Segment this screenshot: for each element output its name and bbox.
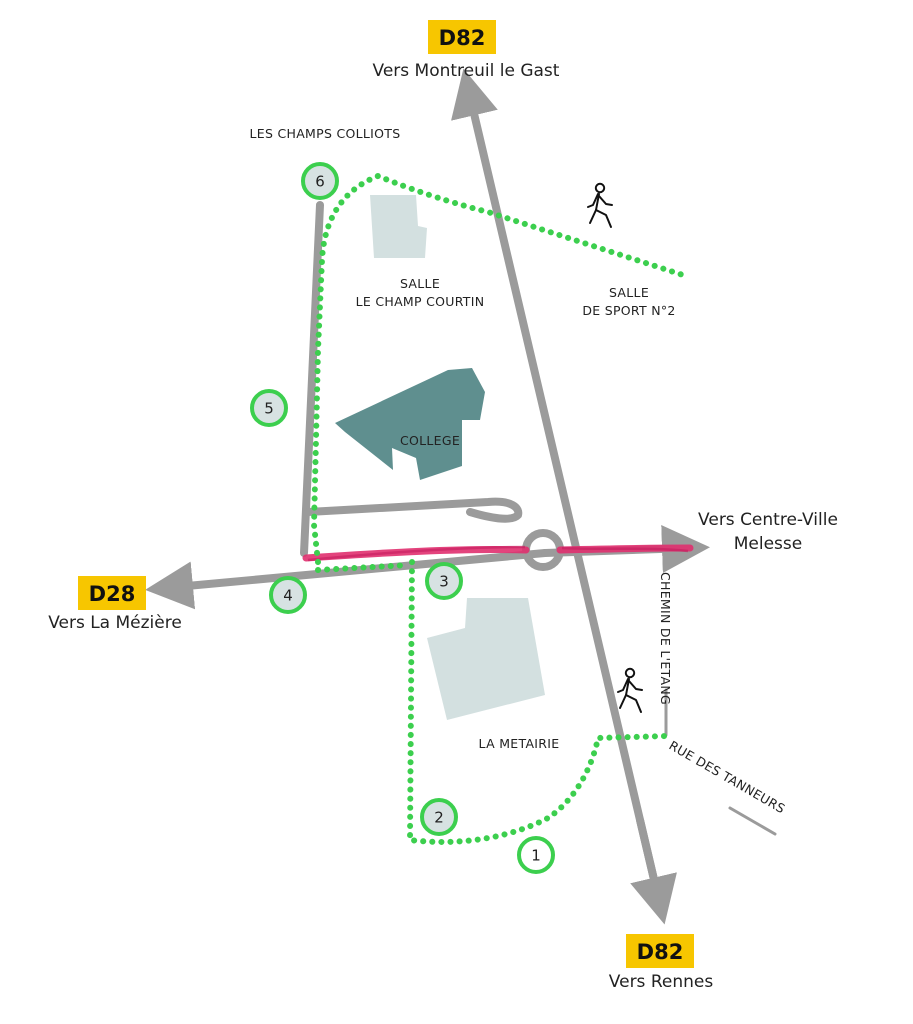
step-1-marker: 1 bbox=[517, 836, 555, 874]
svg-text:D82: D82 bbox=[439, 26, 486, 50]
centre-ville-label-line2: Melesse bbox=[734, 534, 802, 554]
road-college-loop bbox=[304, 497, 523, 523]
pedestrian-icon bbox=[587, 182, 613, 228]
step-5-marker: 5 bbox=[250, 389, 288, 427]
salle-champ-courtin-label-line2: LE CHAMP COURTIN bbox=[356, 294, 485, 309]
salle-champ-courtin-building bbox=[370, 195, 427, 258]
d82-north-destination: Vers Montreuil le Gast bbox=[373, 61, 560, 81]
path-west-loop bbox=[310, 172, 689, 565]
path-connector bbox=[315, 562, 411, 573]
d82-south-destination: Vers Rennes bbox=[609, 972, 714, 992]
step-6-marker: 6 bbox=[301, 162, 339, 200]
road-d82-south-arrow bbox=[630, 816, 677, 925]
highlighted-road-texture bbox=[307, 545, 689, 562]
svg-text:3: 3 bbox=[439, 573, 449, 591]
salle-sport-label-line1: SALLE bbox=[609, 285, 649, 300]
path-south-loop bbox=[406, 559, 671, 845]
svg-text:1: 1 bbox=[531, 847, 541, 865]
la-metairie-building bbox=[427, 598, 545, 720]
step-3-marker: 3 bbox=[425, 562, 463, 600]
road-rue-tanneurs bbox=[728, 806, 777, 836]
champs-colliots-label: LES CHAMPS COLLIOTS bbox=[250, 126, 401, 141]
salle-champ-courtin-label-line1: SALLE bbox=[400, 276, 440, 291]
svg-text:6: 6 bbox=[315, 173, 325, 191]
svg-text:5: 5 bbox=[264, 400, 274, 418]
svg-text:D28: D28 bbox=[89, 582, 136, 606]
step-4-marker: 4 bbox=[269, 576, 307, 614]
svg-text:D82: D82 bbox=[637, 940, 684, 964]
salle-sport-label-line2: DE SPORT N°2 bbox=[582, 303, 675, 318]
chemin-etang-label: CHEMIN DE L'ETANG bbox=[658, 572, 673, 705]
walking-paths bbox=[310, 172, 689, 845]
rue-tanneurs-label: RUE DES TANNEURS bbox=[667, 738, 788, 817]
d82-north-badge: D82 bbox=[428, 20, 496, 54]
college-label: COLLEGE bbox=[400, 433, 460, 448]
step-markers: 1 2 3 4 5 6 bbox=[250, 162, 555, 874]
d28-badge: D28 bbox=[78, 576, 146, 610]
svg-text:2: 2 bbox=[434, 809, 444, 827]
centre-ville-label-line1: Vers Centre-Ville bbox=[698, 510, 838, 530]
college-building bbox=[335, 368, 485, 480]
la-metairie-label: LA METAIRIE bbox=[479, 736, 560, 751]
roads bbox=[145, 68, 777, 925]
pedestrian-icon bbox=[617, 667, 643, 713]
svg-text:4: 4 bbox=[283, 587, 293, 605]
road-d82 bbox=[451, 68, 664, 909]
step-2-marker: 2 bbox=[420, 798, 458, 836]
d82-south-badge: D82 bbox=[626, 934, 694, 968]
d28-destination: Vers La Mézière bbox=[48, 613, 182, 633]
road-champs-colliots bbox=[300, 201, 324, 557]
